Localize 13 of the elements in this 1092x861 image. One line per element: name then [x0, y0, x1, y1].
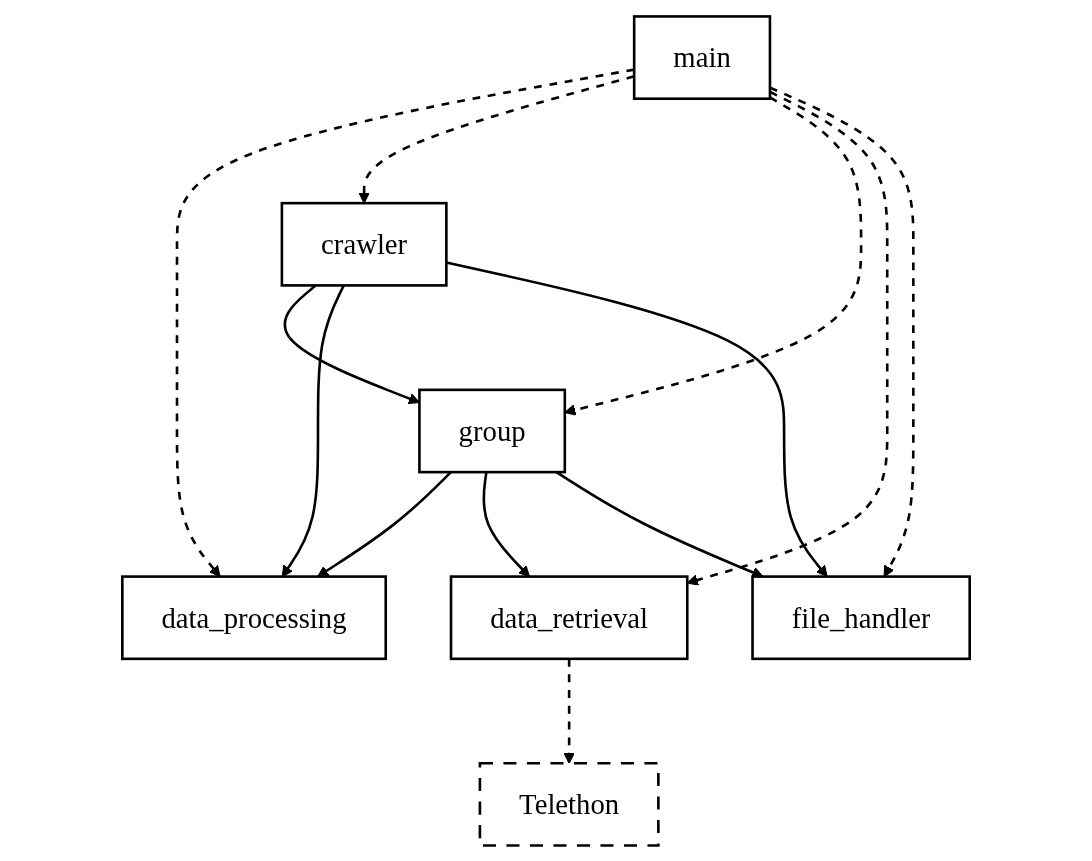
node-box: Telethon — [478, 761, 660, 847]
node-box: main — [632, 14, 772, 100]
node-box: file_handler — [751, 574, 971, 660]
node-box: data_processing — [121, 574, 388, 660]
node-box: crawler — [280, 201, 448, 287]
arrow — [446, 260, 828, 577]
node-box: group — [418, 388, 567, 473]
arrow — [769, 85, 915, 577]
arrow — [482, 471, 530, 577]
arrow — [175, 67, 635, 577]
node-box: data_retrieval — [449, 574, 689, 660]
arrow — [564, 95, 863, 416]
arrow — [281, 284, 345, 577]
